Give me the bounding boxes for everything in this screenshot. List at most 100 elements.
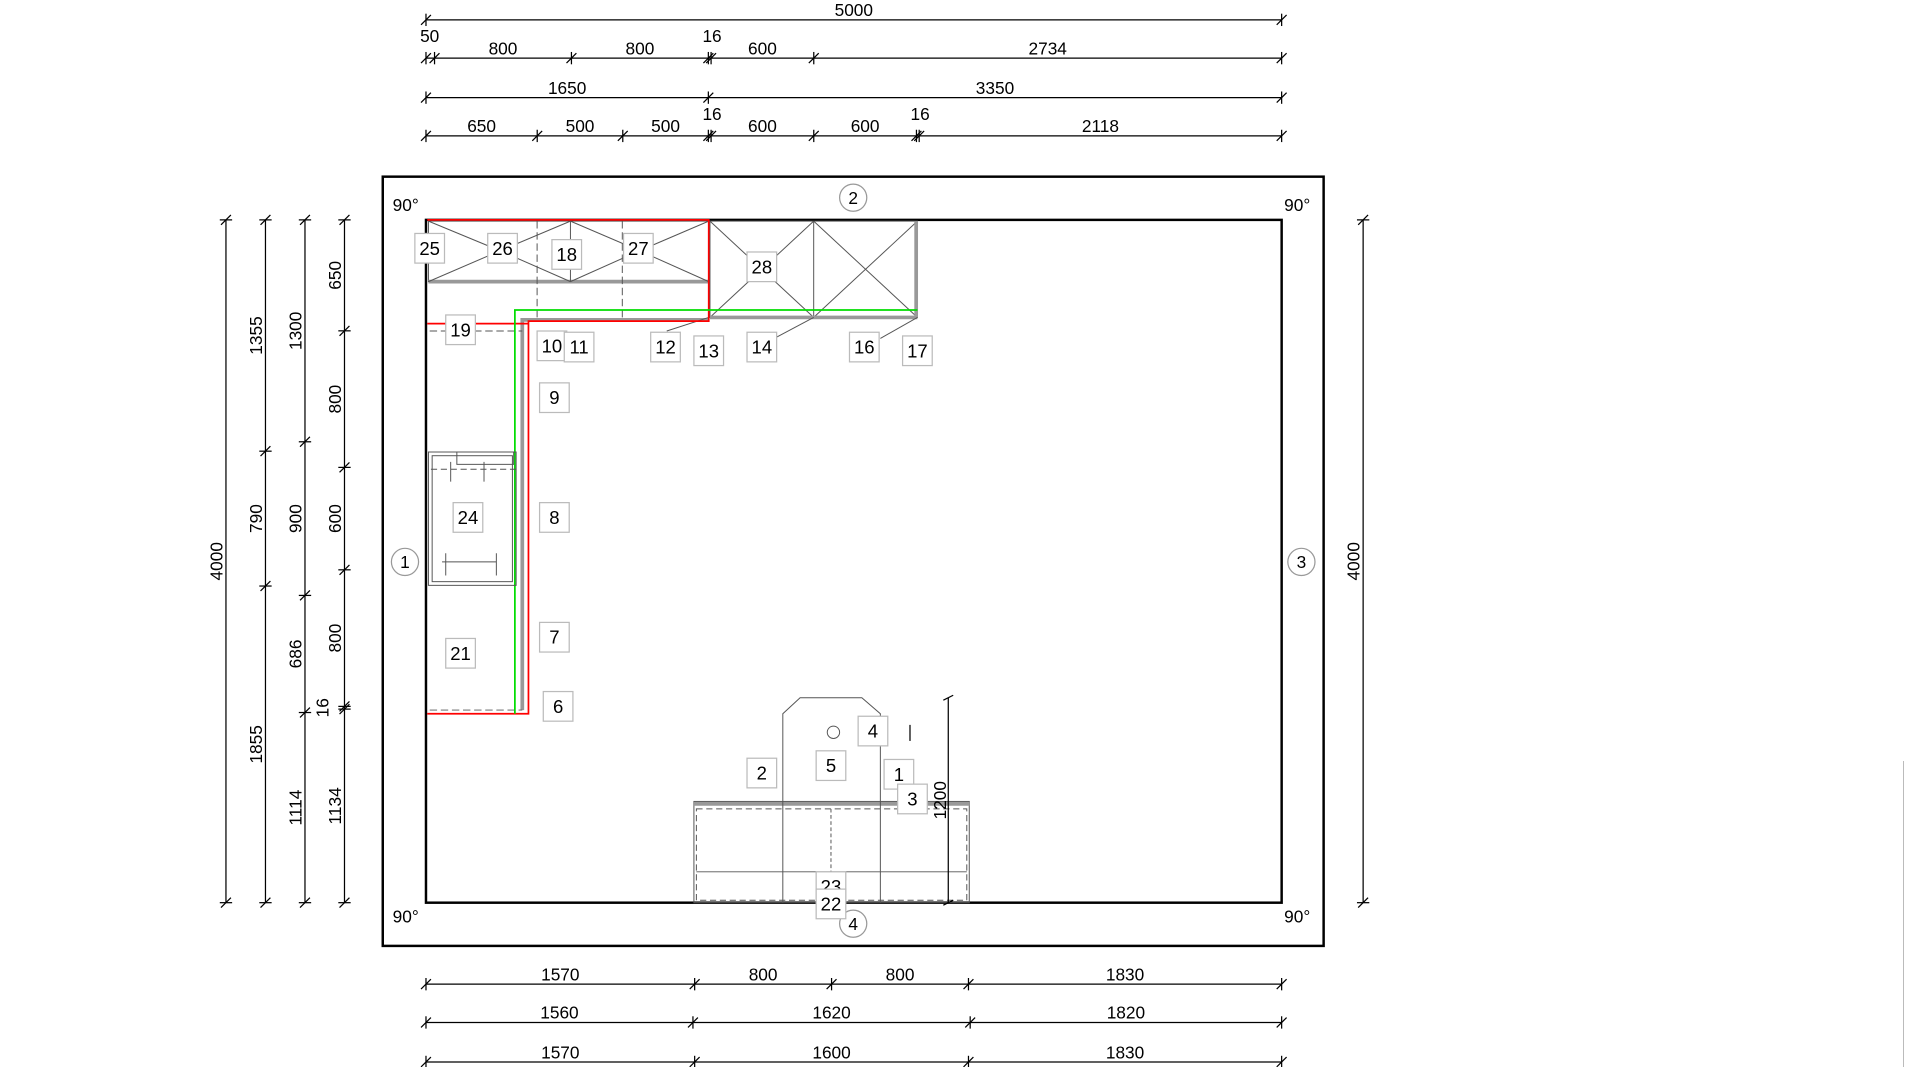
item-tag-label: 1 [894, 764, 904, 785]
dimension-label: 1855 [246, 725, 266, 763]
item-tag-16[interactable]: 16 [848, 331, 880, 363]
item-tag-label: 18 [556, 244, 577, 265]
item-tag-27[interactable]: 27 [622, 232, 654, 264]
dimension-label: 2734 [1028, 38, 1067, 58]
scrollbar[interactable] [1903, 761, 1904, 1067]
dimension-label: 16 [702, 26, 721, 46]
svg-text:1: 1 [400, 552, 410, 572]
item-tag-22[interactable]: 22 [815, 888, 847, 920]
item-tag-label: 7 [549, 627, 559, 648]
dimension-label: 2118 [1082, 116, 1119, 136]
item-tag-28[interactable]: 28 [746, 251, 778, 283]
dimension-label: 790 [246, 504, 266, 533]
dimension-label: 600 [748, 38, 777, 58]
left-dimension-chain-1: 4000 [206, 214, 233, 909]
item-tag-10[interactable]: 10 [536, 330, 568, 362]
dimension-label: 1600 [812, 1042, 850, 1062]
item-tag-label: 6 [553, 696, 563, 717]
item-tag-label: 4 [868, 721, 878, 742]
item-tag-label: 26 [492, 238, 513, 259]
item-tag-25[interactable]: 25 [414, 232, 446, 264]
dimension-label: 3350 [976, 78, 1014, 98]
item-tag-label: 17 [907, 340, 928, 361]
item-tag-26[interactable]: 26 [487, 232, 518, 264]
item-tag-17[interactable]: 17 [901, 335, 933, 367]
item-tag-label: 27 [628, 238, 649, 259]
corner-angle-top-right: 90° [1284, 195, 1310, 215]
dimension-label: 4000 [206, 542, 226, 580]
wall-marker-1[interactable]: 1 [390, 547, 420, 577]
sink-unit[interactable] [427, 451, 517, 586]
right-dimension-chain-1: 4000 [1343, 214, 1370, 909]
dimension-label: 800 [625, 38, 654, 58]
item-tag-label: 28 [752, 256, 773, 277]
corner-angle-top-left: 90° [393, 195, 419, 215]
item-tag-4[interactable]: 4 [857, 715, 889, 747]
corner-angle-bottom-right: 90° [1284, 906, 1310, 926]
item-tag-24[interactable]: 24 [452, 502, 484, 533]
dimension-label: 500 [566, 116, 595, 136]
dimension-label: 800 [489, 38, 518, 58]
svg-text:4: 4 [848, 914, 858, 934]
base-cabinets-left-run[interactable] [429, 316, 918, 711]
dimension-label: 686 [285, 640, 305, 669]
room-walls [424, 218, 1283, 904]
item-tag-9[interactable]: 9 [538, 382, 570, 414]
item-tag-3[interactable]: 3 [897, 783, 928, 815]
dimension-label: 16 [312, 698, 332, 717]
dimension-label: 1620 [812, 1003, 850, 1023]
item-tag-label: 14 [752, 337, 773, 358]
item-tag-label: 8 [549, 507, 559, 528]
wall-marker-2[interactable]: 2 [838, 183, 868, 212]
dimension-label: 4000 [1343, 542, 1363, 580]
dimension-label: 800 [325, 624, 345, 653]
svg-text:3: 3 [1297, 552, 1307, 572]
item-tag-label: 5 [826, 755, 836, 776]
island-height-dim: 1200 [930, 781, 950, 819]
dimension-label: 16 [911, 104, 930, 124]
top-dimension-chain-2: 50 800 800 16 600 2734 [420, 26, 1288, 65]
dimension-label: 1114 [285, 789, 305, 825]
drawing-frame [381, 175, 1325, 948]
dimension-label: 800 [886, 964, 915, 984]
dimension-label: 600 [325, 504, 345, 533]
dimension-label: 1830 [1106, 1042, 1144, 1062]
item-tag-6[interactable]: 6 [542, 690, 574, 722]
dimension-label: 1560 [540, 1003, 578, 1023]
item-tag-18[interactable]: 18 [551, 239, 583, 270]
item-tag-label: 9 [549, 387, 559, 408]
corner-angle-bottom-left: 90° [393, 906, 419, 926]
item-tag-5[interactable]: 5 [815, 750, 847, 782]
dimension-label: 900 [285, 504, 305, 533]
item-tag-14[interactable]: 14 [746, 331, 778, 363]
item-tag-label: 3 [907, 788, 917, 809]
dimension-label: 800 [749, 964, 778, 984]
dimension-label: 500 [651, 116, 680, 136]
item-tag-13[interactable]: 13 [693, 335, 725, 367]
wall-marker-3[interactable]: 3 [1287, 547, 1316, 577]
item-tag-7[interactable]: 7 [538, 621, 570, 653]
dimension-label: 50 [420, 26, 439, 46]
red-worktop-outline [427, 219, 710, 715]
item-tag-2[interactable]: 2 [746, 757, 778, 789]
item-tag-label: 25 [419, 238, 440, 259]
dimension-label: 1650 [548, 78, 586, 98]
item-tag-11[interactable]: 11 [563, 331, 595, 363]
dimension-label: 1134 [325, 787, 345, 825]
dimension-label: 600 [748, 116, 777, 136]
dimension-label: 1570 [541, 964, 579, 984]
item-tag-8[interactable]: 8 [538, 502, 570, 533]
item-tag-label: 11 [569, 337, 588, 358]
dimension-label: 800 [325, 385, 345, 414]
item-tag-12[interactable]: 12 [650, 331, 681, 363]
dimension-label: 1355 [246, 316, 266, 354]
item-tag-19[interactable]: 19 [445, 314, 476, 346]
item-tag-21[interactable]: 21 [445, 637, 476, 669]
